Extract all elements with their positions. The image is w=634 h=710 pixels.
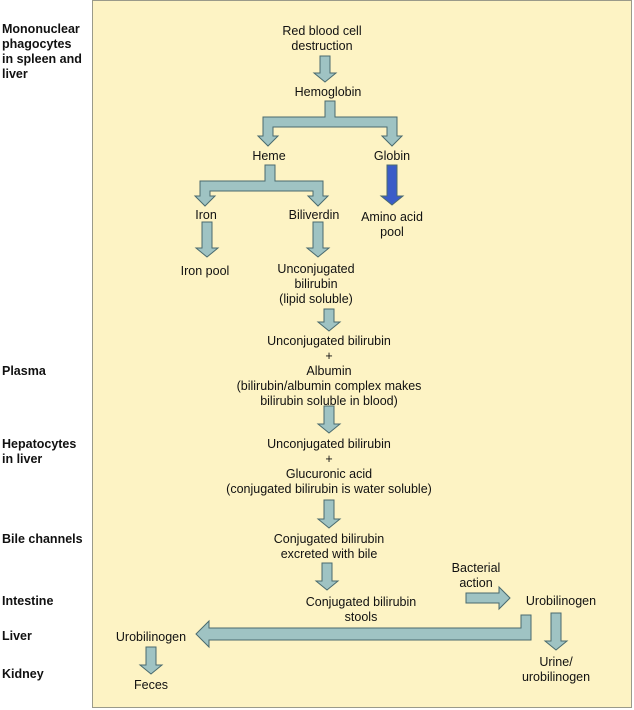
node-bacterial-action: Bacterial action	[451, 561, 501, 590]
label-hepatocytes: Hepatocytes in liver	[2, 437, 77, 466]
arrow-urobilinogen-to-feces	[138, 646, 164, 675]
label-intestine: Intestine	[2, 594, 54, 608]
node-heme: Heme	[252, 149, 286, 163]
node-hemoglobin: Hemoglobin	[294, 85, 362, 99]
arrow-urobilinogen-to-urine	[543, 612, 569, 651]
arrow-intestine-to-liver	[195, 614, 532, 649]
label-bile-channels: Bile channels	[2, 532, 83, 546]
node-amino-acid-pool: Amino acid pool	[361, 210, 423, 239]
node-feces: Feces	[133, 678, 169, 692]
label-plasma: Plasma	[2, 364, 46, 378]
label-kidney: Kidney	[2, 667, 44, 681]
arrow-albumin-to-glucuronic	[316, 405, 342, 434]
node-rbc-destruction: Red blood cell destruction	[282, 24, 362, 53]
arrow-iron-to-iron-pool	[194, 221, 220, 258]
arrow-biliverdin-to-unconjugated	[305, 221, 331, 258]
arrow-bacterial-to-urobilinogen	[465, 585, 511, 611]
node-iron-pool: Iron pool	[180, 264, 230, 278]
node-unconjugated-plus-albumin: Unconjugated bilirubin + Albumin (biliru…	[236, 334, 422, 408]
node-unconjugated-plus-glucuronic: Unconjugated bilirubin + Glucuronic acid…	[226, 437, 432, 496]
node-urobilinogen-liver: Urobilinogen	[115, 630, 187, 644]
arrow-rbc-to-hemoglobin	[312, 55, 338, 83]
node-globin: Globin	[373, 149, 411, 163]
node-urine-urobilinogen: Urine/ urobilinogen	[521, 655, 591, 684]
node-conjugated-stools: Conjugated bilirubin stools	[305, 595, 417, 624]
node-iron: Iron	[195, 208, 217, 222]
node-unconjugated-bilirubin: Unconjugated bilirubin (lipid soluble)	[277, 262, 355, 306]
arrow-bile-to-intestine	[314, 562, 340, 591]
arrow-globin-to-amino-acid	[379, 164, 405, 206]
arrow-heme-split	[193, 164, 330, 207]
label-liver: Liver	[2, 629, 32, 643]
arrow-glucuronic-to-conjugated	[316, 499, 342, 529]
node-conjugated-excreted-bile: Conjugated bilirubin excreted with bile	[273, 532, 385, 561]
node-biliverdin: Biliverdin	[288, 208, 340, 222]
node-urobilinogen-intestine: Urobilinogen	[525, 594, 597, 608]
arrow-unconjugated-to-albumin	[316, 308, 342, 332]
arrow-hemoglobin-split	[256, 100, 404, 147]
label-mononuclear-phagocytes: Mononuclear phagocytes in spleen and liv…	[2, 22, 82, 81]
